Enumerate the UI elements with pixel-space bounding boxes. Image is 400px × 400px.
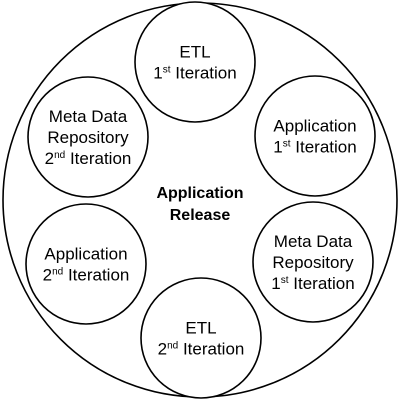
center-label-line1: Application <box>156 185 243 202</box>
node-iteration-label: 2nd Iteration <box>158 340 245 359</box>
node-iteration-label: 1st Iteration <box>153 64 236 83</box>
node-circle <box>25 203 147 325</box>
node-iteration-label: 1st Iteration <box>271 274 354 293</box>
node-label: Repository <box>272 253 354 272</box>
node-application-1: Application 1st Iteration <box>254 75 376 197</box>
node-label: Meta Data <box>49 107 128 126</box>
node-label: Meta Data <box>274 232 353 251</box>
node-label: Repository <box>47 128 129 147</box>
node-label: Application <box>44 245 127 264</box>
node-iteration-label: 2nd Iteration <box>43 266 130 285</box>
node-iteration-label: 1st Iteration <box>273 138 356 157</box>
node-etl-2: ETL 2nd Iteration <box>140 277 262 399</box>
node-etl-1: ETL 1st Iteration <box>134 1 256 123</box>
node-circle <box>254 75 376 197</box>
node-label: ETL <box>179 43 210 62</box>
node-circle <box>134 1 256 123</box>
node-circle <box>27 76 149 198</box>
center-label-line2: Release <box>170 207 231 224</box>
node-circle <box>140 277 262 399</box>
node-circle <box>252 201 374 323</box>
node-label: Application <box>273 117 356 136</box>
node-iteration-label: 2nd Iteration <box>45 149 132 168</box>
node-application-2: Application 2nd Iteration <box>25 203 147 325</box>
node-label: ETL <box>185 319 216 338</box>
